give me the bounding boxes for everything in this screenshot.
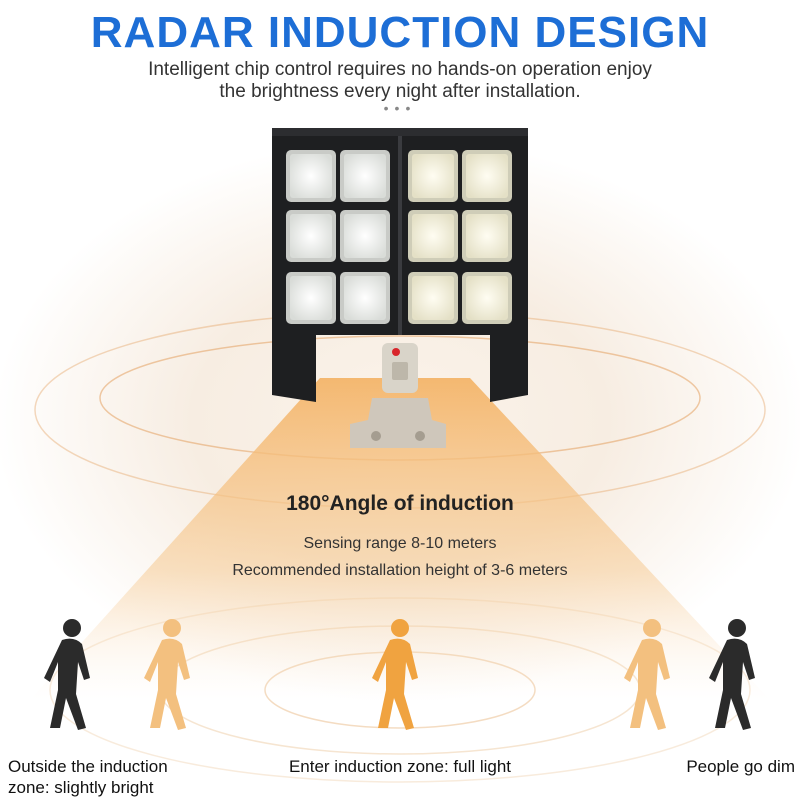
subtitle-line-2: the brightness every night after install… xyxy=(219,81,581,102)
banner-subtitle: Intelligent chip control requires no han… xyxy=(0,59,800,103)
led-modules-left xyxy=(286,150,390,324)
walker-outside-zone-dark xyxy=(44,619,90,730)
solar-street-lamp xyxy=(272,128,528,448)
sensing-range: Sensing range 8-10 meters xyxy=(303,535,497,552)
banner-title: RADAR INDUCTION DESIGN xyxy=(90,8,710,57)
subtitle-line-1: Intelligent chip control requires no han… xyxy=(148,59,652,80)
caption-outside-line-2: zone: slightly bright xyxy=(8,778,154,797)
led-modules-right xyxy=(408,150,512,324)
radar-beam xyxy=(30,378,770,700)
induction-angle: 180°Angle of induction xyxy=(286,492,514,515)
walker-outside-zone-light xyxy=(144,619,190,730)
caption-enter-zone: Enter induction zone: full light xyxy=(288,757,512,776)
caption-outside-zone: Outside the induction zone: slightly bri… xyxy=(8,756,238,798)
caption-people-go-dim: People go dim xyxy=(686,757,795,776)
walker-leaving-zone-dark xyxy=(709,619,755,730)
decorative-dots: ••• xyxy=(383,100,417,116)
walker-inside-zone-bright xyxy=(372,619,418,730)
installation-height: Recommended installation height of 3-6 m… xyxy=(232,562,568,579)
caption-outside-line-1: Outside the induction xyxy=(8,757,168,776)
sensor-indicator-icon xyxy=(392,348,400,356)
walker-leaving-zone-light xyxy=(624,619,670,730)
